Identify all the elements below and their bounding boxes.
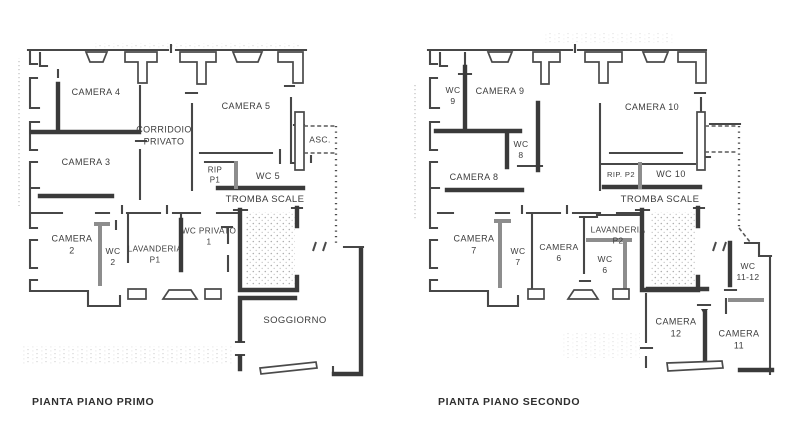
room-label-camera-7: CAMERA 7 (453, 233, 495, 255)
room-label-lavanderia-p1: LAVANDERIA P1 (127, 244, 183, 264)
room-label-wc-2: WC 2 (105, 245, 121, 267)
room-label-lavanderia-p2: LAVANDERIA P2 (590, 225, 646, 245)
room-label-wc-9: WC 9 (445, 84, 461, 106)
room-label-wc-6: WC 6 (597, 253, 613, 275)
room-label-wc-8: WC 8 (513, 138, 529, 160)
room-label-camera-9: CAMERA 9 (475, 86, 525, 97)
room-label-camera-3: CAMERA 3 (61, 157, 111, 168)
room-label-wc-5: WC 5 (255, 171, 281, 182)
room-label-tromba-scale-2: TROMBA SCALE (620, 193, 700, 205)
room-label-rip-p1: RIP P1 (207, 165, 223, 185)
room-label-camera-5: CAMERA 5 (221, 101, 271, 112)
room-label-wc-7: WC 7 (510, 245, 526, 267)
room-label-tromba-scale: TROMBA SCALE (225, 193, 305, 205)
room-label-camera-10: CAMERA 10 (624, 102, 680, 113)
room-label-corridoio-privato: CORRIDOIO PRIVATO (136, 124, 192, 146)
room-label-rip-p2: RIP. P2 (607, 170, 635, 180)
room-label-ascensore: ASC. (309, 134, 331, 145)
plan-primo-walls (18, 43, 365, 377)
room-label-camera-6: CAMERA 6 (539, 241, 579, 263)
caption-piano-secondo: PIANTA PIANO SECONDO (438, 396, 581, 408)
room-label-camera-12: CAMERA 12 (655, 316, 697, 338)
room-label-camera-11: CAMERA 11 (718, 328, 760, 350)
room-label-soggiorno: SOGGIORNO (263, 314, 327, 326)
room-label-camera-8: CAMERA 8 (449, 172, 499, 183)
plan-secondo-walls (414, 33, 775, 376)
room-label-camera-4: CAMERA 4 (71, 87, 121, 98)
caption-piano-primo: PIANTA PIANO PRIMO (32, 396, 155, 408)
room-label-wc-10: WC 10 (656, 169, 686, 180)
room-label-camera-2: CAMERA 2 (51, 233, 93, 255)
room-label-wc-11-12: WC 11-12 (736, 260, 760, 282)
room-label-wc-privato-1: WC PRIVATO 1 (181, 226, 237, 246)
